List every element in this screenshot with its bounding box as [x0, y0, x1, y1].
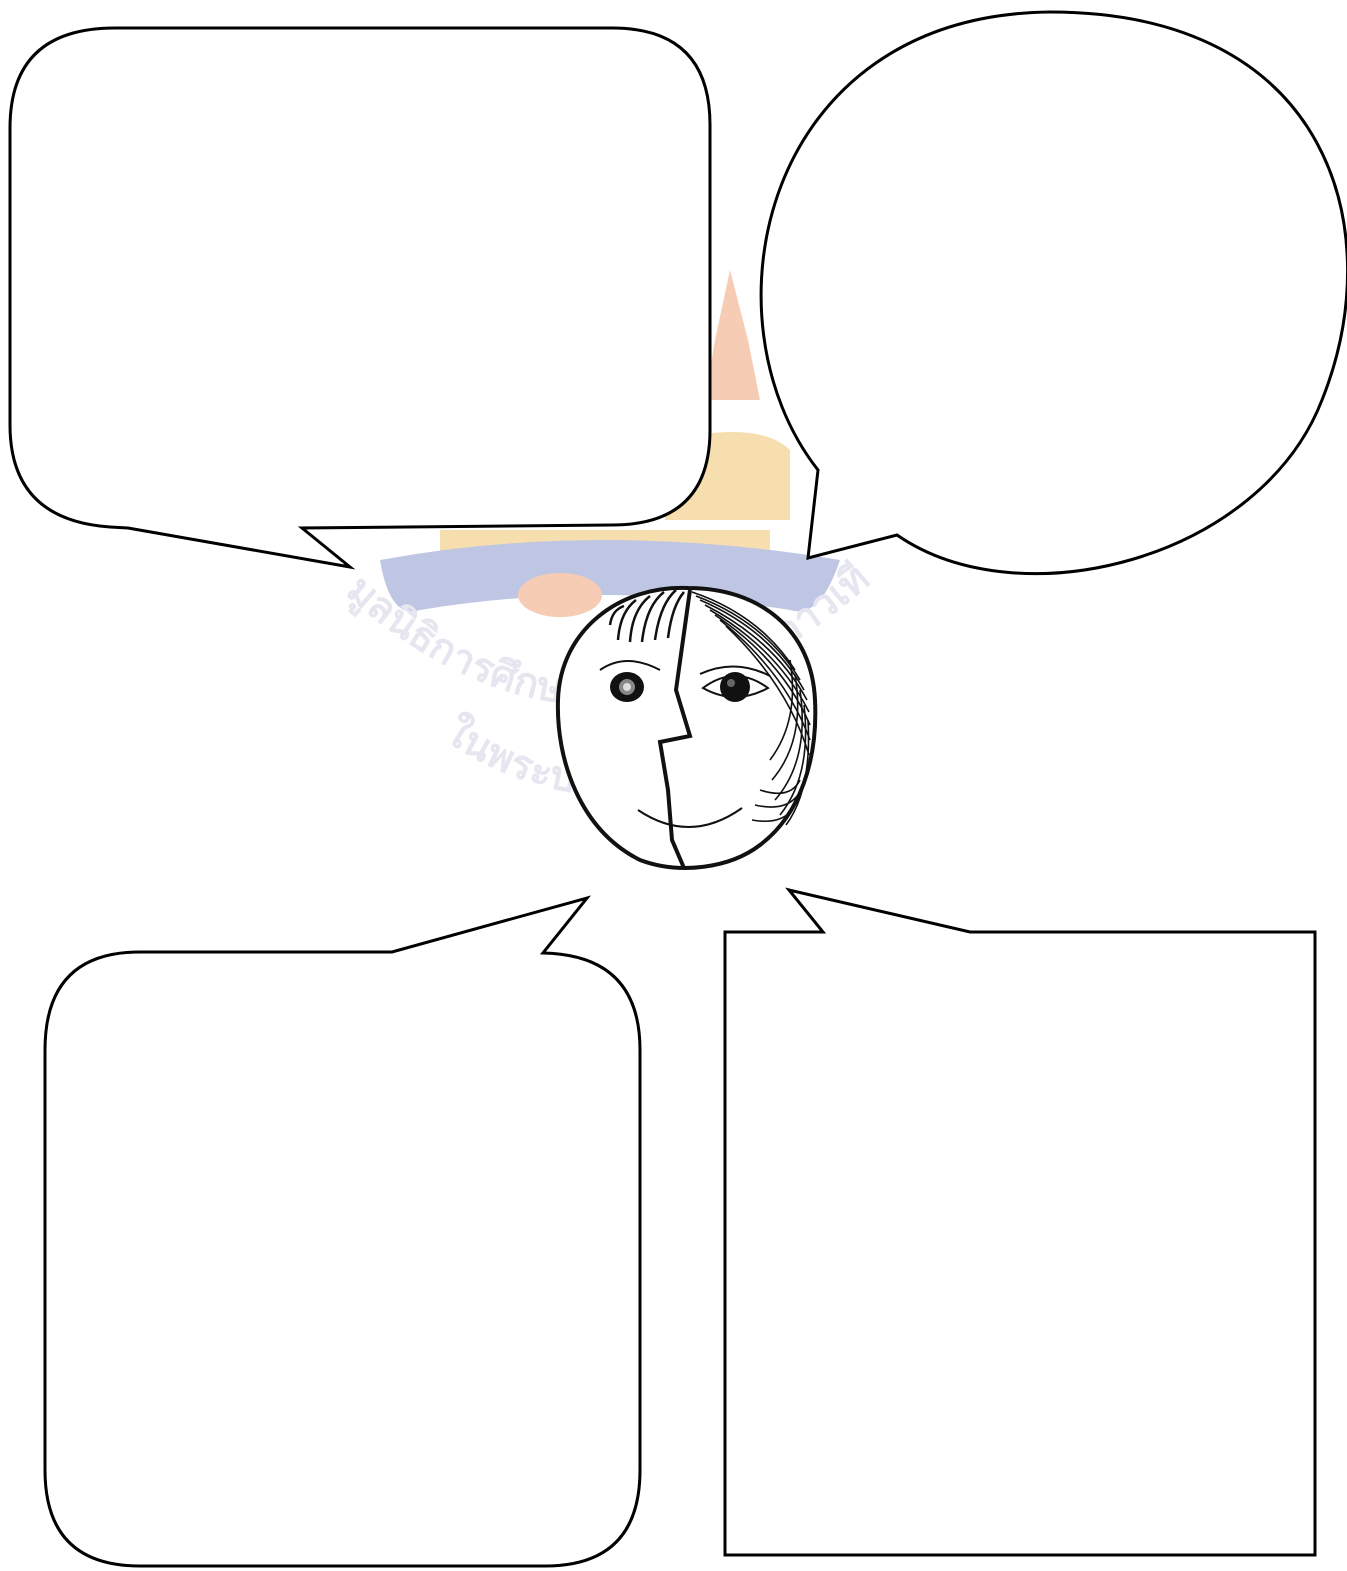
half-face-icon [558, 588, 815, 868]
speech-bubble-bottom-left[interactable] [45, 898, 640, 1566]
emblem-right-pagoda [705, 270, 760, 400]
speech-bubble-top-right[interactable] [761, 12, 1347, 574]
speech-bubble-top-left[interactable] [10, 28, 710, 567]
emblem-number [518, 573, 602, 617]
emblem-ribbon [380, 540, 840, 611]
speech-bubble-bottom-right[interactable] [725, 890, 1315, 1555]
